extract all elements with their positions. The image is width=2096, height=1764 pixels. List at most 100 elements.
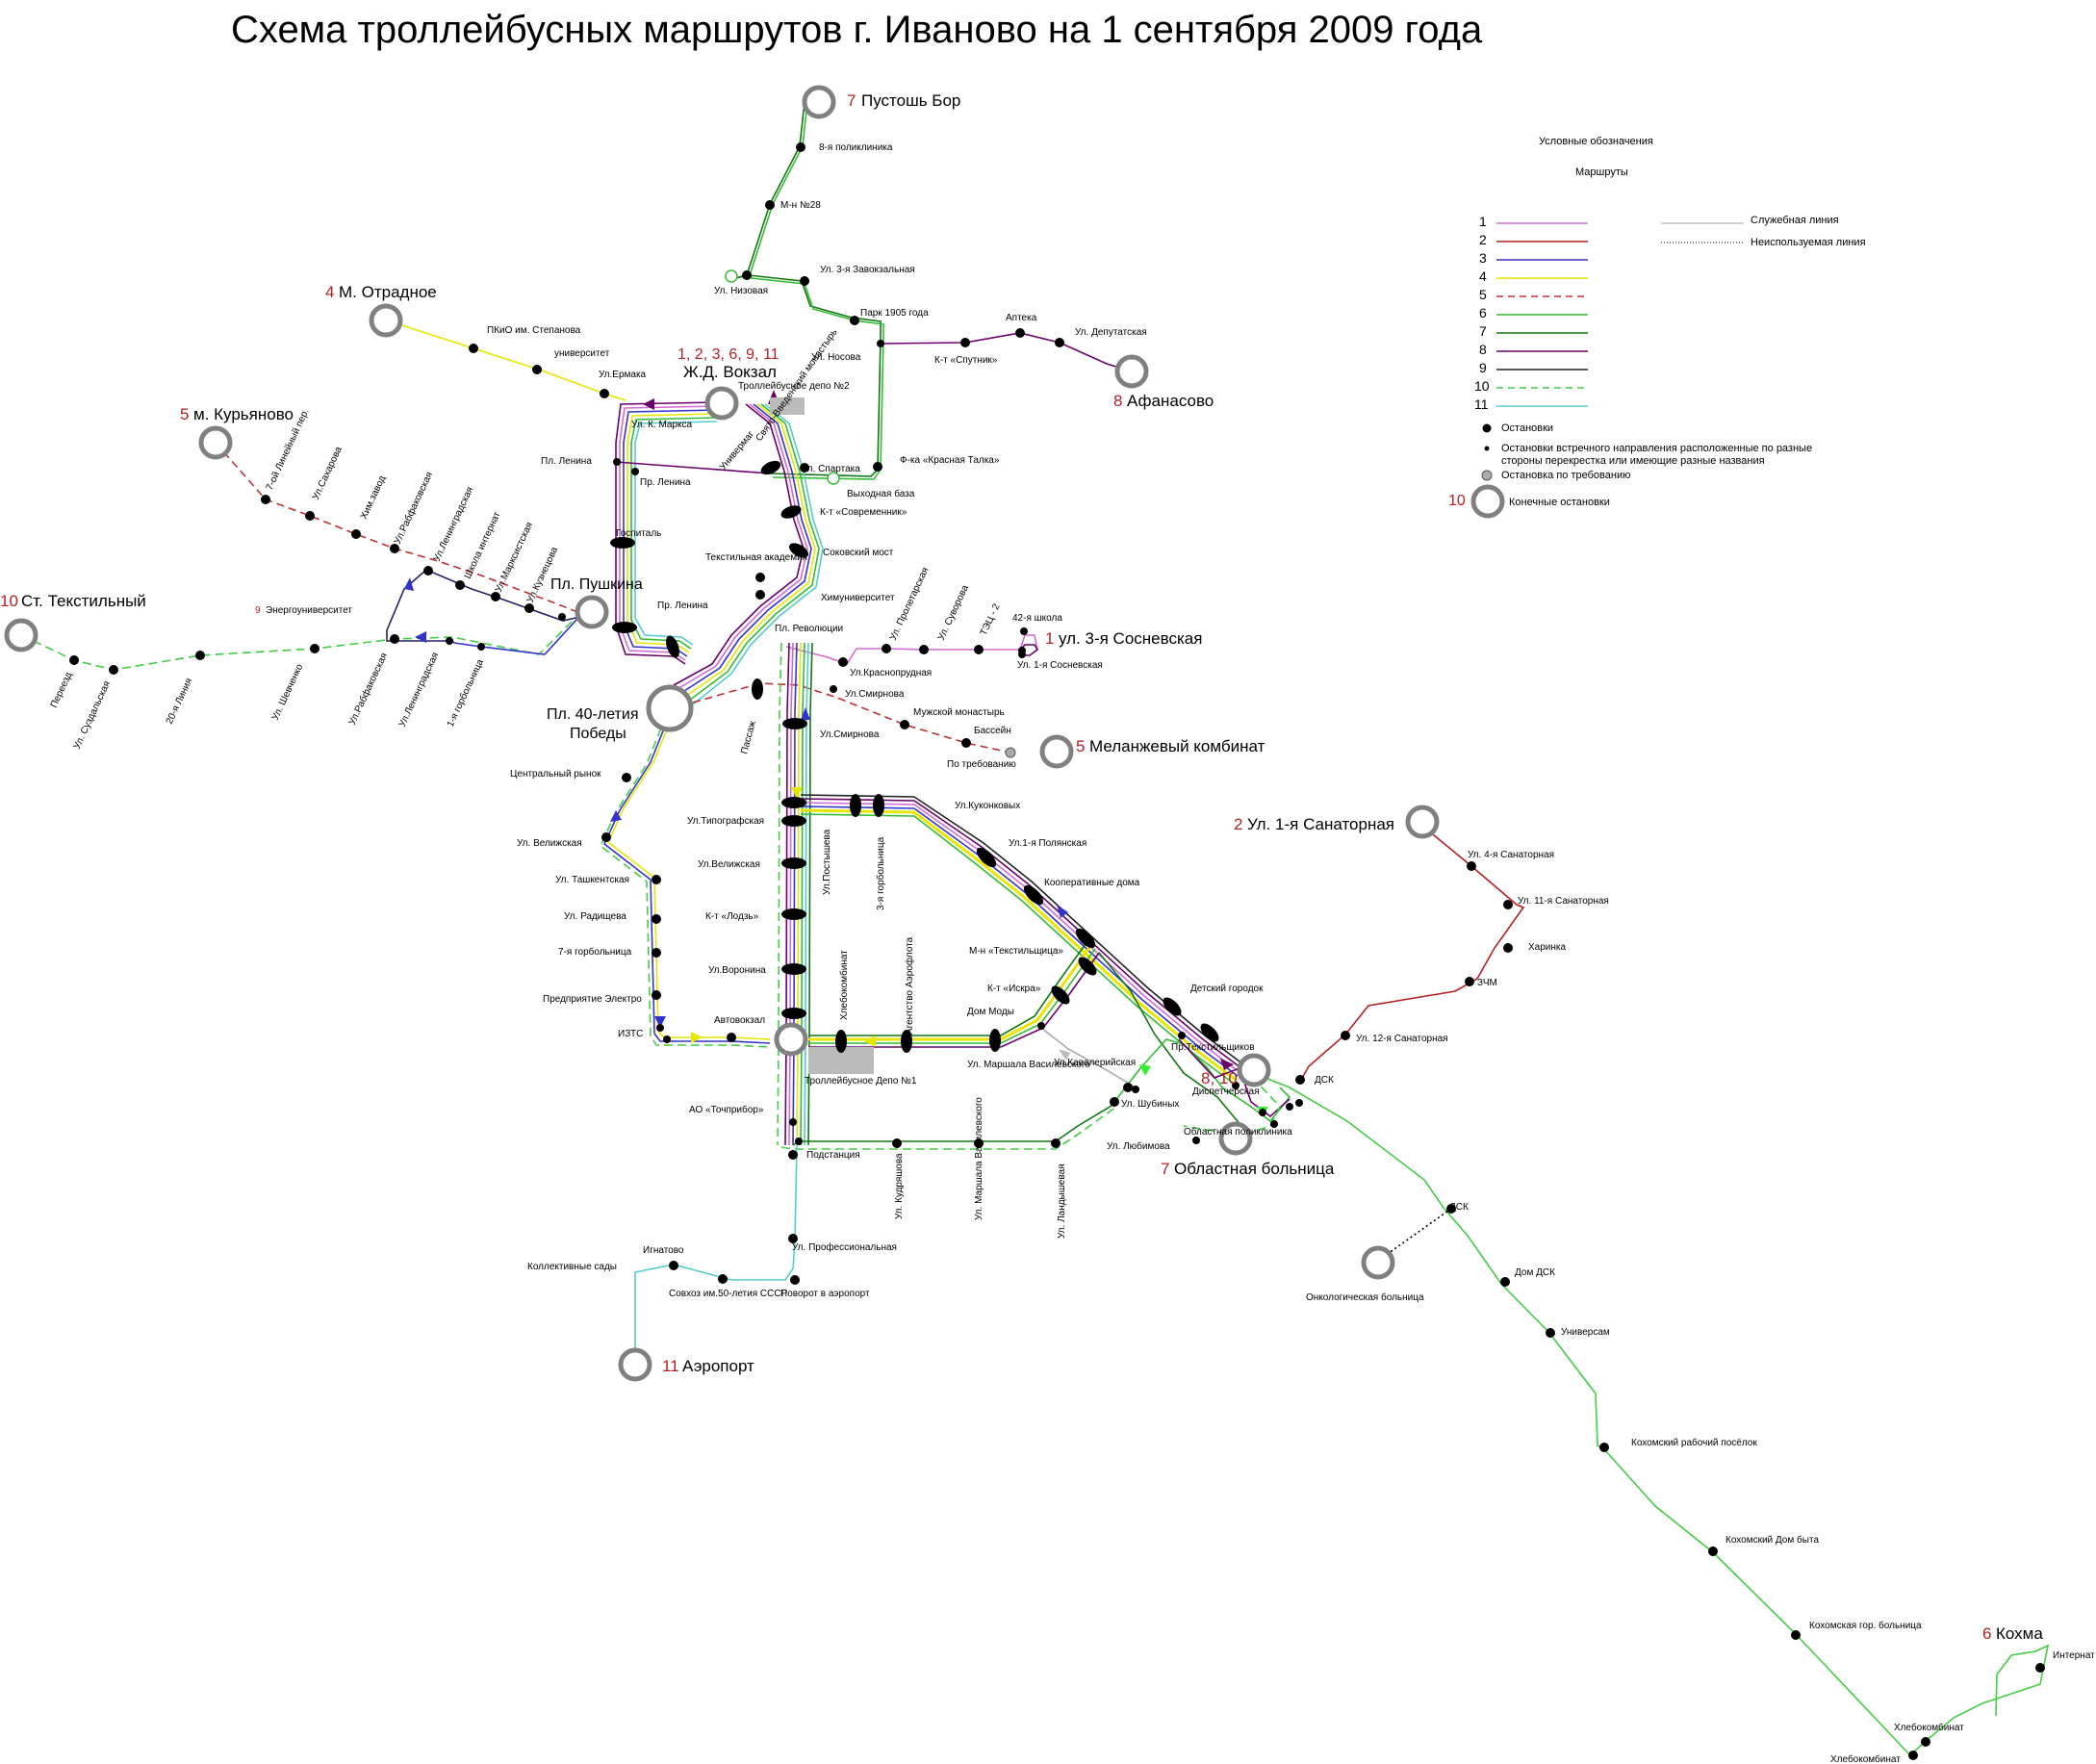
- terminal-number: 5: [1076, 737, 1085, 755]
- stop-label: Универсам: [1561, 1327, 1610, 1338]
- legend-opposite-stops-line1: Остановки встречного направления располо…: [1501, 443, 1812, 454]
- stop-label: Хлебокомбинат: [1830, 1753, 1901, 1764]
- direction-arrow: [801, 707, 810, 720]
- terminal-onko: Онкологическая больница: [1306, 1291, 1424, 1303]
- stop-label: Совхоз им.50-летия СССР: [669, 1289, 788, 1299]
- stop-label: Ул.Ленинградская: [397, 651, 442, 729]
- stop-label: Хлебокомбинат: [838, 950, 850, 1020]
- terminal-number: 7: [1161, 1160, 1169, 1178]
- stop-label: Троллейбусное Депо №1: [805, 1075, 917, 1087]
- terminal-oblbol: Областная больница: [1174, 1160, 1335, 1178]
- stop-label: Ул. 4-я Санаторная: [1468, 850, 1554, 860]
- legend-opposite-stops-line2: стороны перекрестка или имеющие разные н…: [1501, 455, 1765, 467]
- stop-label: Хлебокомбинат: [1894, 1722, 1964, 1733]
- stop-label: Подстанция: [806, 1150, 860, 1161]
- route-10-podstantsiya-line: [780, 1106, 1117, 1150]
- legend-route-number: 5: [1479, 287, 1487, 302]
- route-10-textilny-line: [20, 607, 588, 671]
- direction-arrow: [864, 1035, 876, 1047]
- legend-route-number: 11: [1474, 396, 1489, 412]
- stop-label: Ул.Ермака: [599, 370, 647, 380]
- legend-route-number: 10: [1474, 378, 1490, 394]
- stop-label: Энергоуниверситет: [266, 605, 352, 616]
- stop-label: Пр. Ленина: [640, 477, 691, 488]
- stop-label: 7-я горбольница: [558, 946, 632, 958]
- route-7-podstantsiya-line: [792, 1102, 1117, 1146]
- stop-label: Мужской монастырь: [913, 707, 1005, 718]
- unused-line-onko: [1377, 1205, 1456, 1262]
- legend-request-stop-dot: [1481, 470, 1493, 481]
- terminal-number: 1: [1045, 629, 1054, 648]
- terminal-pushkina: Пл. Пушкина: [550, 576, 643, 593]
- stop-label: М-н «Текстильщица»: [969, 946, 1063, 957]
- stop-label: 9: [255, 605, 261, 616]
- stop-label: Ул.Кавалерийская: [1054, 1058, 1136, 1068]
- legend-route-number: 7: [1479, 323, 1487, 339]
- legend-route-number: 2: [1479, 232, 1487, 247]
- stop-label: Ул. 12-я Санаторная: [1356, 1034, 1448, 1044]
- stop-label: Бассейн: [974, 726, 1011, 736]
- stop-label: Пл. Революции: [775, 624, 843, 634]
- stop-dots: [69, 142, 2045, 1760]
- route-9-energo-line: [451, 607, 588, 655]
- stop-label: Хим.завод: [359, 474, 389, 522]
- stop-label: 8-я поликлиника: [819, 142, 893, 153]
- stop-label: Ул.Сахарова: [311, 445, 345, 501]
- stop-label: Дом Моды: [967, 1007, 1014, 1017]
- terminal-textilny: Ст. Текстильный: [21, 592, 146, 610]
- terminal-number: 7: [847, 91, 856, 110]
- depot-2-rect: [770, 397, 805, 415]
- stop-label: Ул. Носова: [811, 352, 861, 363]
- stop-label: Ул. Кудряшова: [894, 1153, 905, 1219]
- stop-label: Ул.Смирнова: [820, 729, 880, 740]
- stop-label: Харинка: [1528, 942, 1566, 953]
- legend-stops: Остановки: [1501, 422, 1553, 434]
- stop-label: Ул. Депутатская: [1075, 327, 1147, 338]
- stop-label: Пр.Текстильщиков: [1171, 1042, 1255, 1053]
- route-1-sosnevskaya-line: [785, 634, 1038, 665]
- stop-label: Ул.1-я Полянская: [1009, 838, 1086, 849]
- stop-label: 1-я горбольница: [445, 657, 486, 729]
- dom-mody-branch: [808, 940, 1100, 1048]
- route-lines: [20, 101, 2050, 1757]
- terminal-kohma: Кохма: [1996, 1624, 2043, 1643]
- direction-arrow: [691, 1032, 703, 1043]
- legend-route-number: 1: [1479, 214, 1487, 229]
- terminal-sanatornaya: Ул. 1-я Санаторная: [1247, 815, 1394, 833]
- stop-label: Ул.Воронина: [708, 965, 766, 976]
- legend-route-rows: 1 2 3 4 5 6 7 8 9 10 11: [1474, 214, 1588, 412]
- route-11-aeroport-line: [634, 1144, 798, 1357]
- direction-arrow: [654, 1016, 666, 1028]
- terminal-number: 10: [0, 592, 18, 610]
- stop-label: Ул. Маршала Василевского: [974, 1097, 984, 1220]
- stop-label: Дом ДСК: [1515, 1267, 1555, 1278]
- stop-label: Ул.Ленинградская: [432, 485, 476, 563]
- stop-label: Ул.Постышева: [822, 829, 832, 895]
- legend-route-number: 3: [1479, 250, 1487, 266]
- stop-label: Областная поликлиника: [1184, 1126, 1292, 1138]
- request-stop-dot: [827, 472, 840, 485]
- direction-arrow: [1139, 1064, 1151, 1076]
- legend-route-number: 9: [1479, 360, 1487, 375]
- stop-label: Ул. 1-я Сосневская: [1017, 660, 1103, 671]
- stop-label: ДСК: [1449, 1202, 1469, 1213]
- stop-label: Ул.Кузнецова: [525, 545, 561, 604]
- direction-arrow: [1057, 905, 1068, 918]
- terminal-kuryanovo: м. Курьяново: [193, 405, 294, 423]
- stop-label: Ул. Маршала Василевского: [967, 1060, 1090, 1070]
- legend-opposite-stop-dot: [1484, 446, 1490, 451]
- stop-label: Троллейбусное депо №2: [738, 380, 850, 392]
- stop-label: Игнатово: [643, 1245, 684, 1256]
- terminal-pobedy-line1: Пл. 40-летия: [547, 706, 638, 723]
- legend-title: Условные обозначения: [1539, 136, 1653, 147]
- stop-label: Парк 1905 года: [860, 308, 929, 319]
- stop-label: Химуниверситет: [821, 593, 895, 603]
- route-8-oblbol-line: [1178, 1038, 1291, 1118]
- kukonkovyh-branch: [800, 794, 1244, 1085]
- terminal-number: 11: [662, 1357, 679, 1375]
- stop-label: Пл. Ленина: [541, 456, 592, 467]
- stop-label: Ул.Рабфаковская: [346, 651, 390, 727]
- stop-label: По требованию: [947, 758, 1016, 770]
- stop-label: 42-я школа: [1012, 613, 1062, 624]
